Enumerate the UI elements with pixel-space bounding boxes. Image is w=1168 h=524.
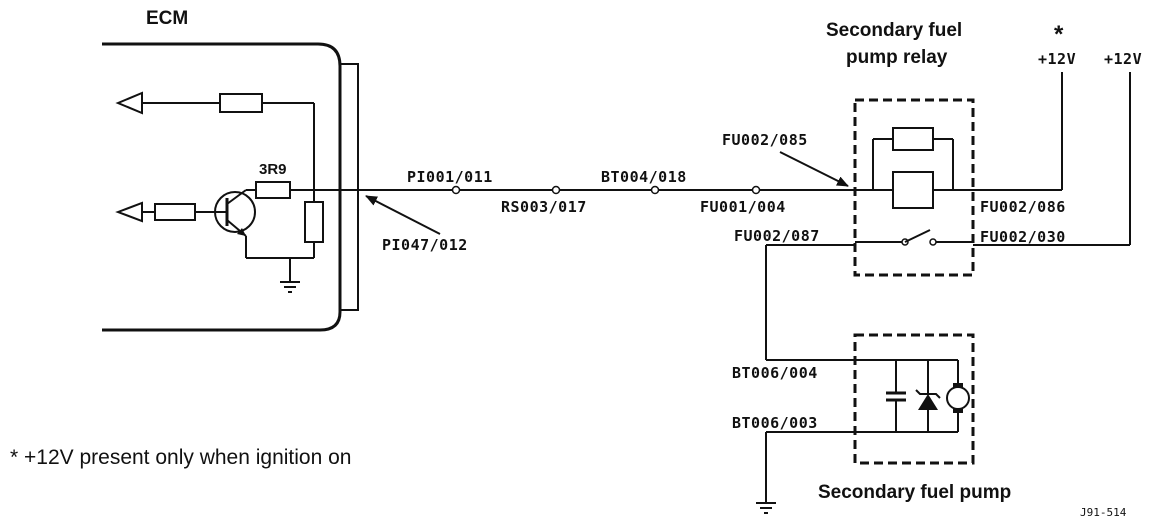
signal-wire [340,185,855,195]
supply-wires [973,72,1131,246]
connector-rs003: RS003/017 [501,198,587,216]
ecm-output-path [115,91,315,190]
connector-bt006-004: BT006/004 [732,364,818,382]
relay-title-line2: pump relay [846,47,948,68]
splice-pi001 [451,185,461,195]
connector-fu002-030: FU002/030 [980,228,1066,246]
supply-12v-ignition: +12V [1038,50,1076,68]
connector-fu001: FU001/004 [700,198,786,216]
footnote: * +12V present only when ignition on [10,446,352,469]
ecm-ground-icon [280,281,300,293]
relay-resistor [892,127,934,151]
figure-code: J91-514 [1080,506,1127,519]
ignition-asterisk: * [1054,21,1064,48]
connector-pi047: PI047/012 [382,236,468,254]
pump-ground-icon [756,502,776,514]
connector-fu002-087: FU002/087 [734,227,820,245]
relay-switch-contact [904,229,931,243]
pointer-arrow-pi047 [365,195,441,235]
transistor-symbol [214,191,256,233]
pump-motor-icon [946,386,970,410]
relay-coil [892,171,934,209]
secondary-fuel-pump: Secondary fuel pump [818,333,1011,503]
ecm-title: ECM [146,8,188,29]
splice-bt004 [650,185,660,195]
pump-ground-wire [756,431,855,514]
resistor-3r9 [255,181,291,199]
connector-fu002-086: FU002/086 [980,198,1066,216]
connector-fu002-085: FU002/085 [722,131,808,149]
connector-pi001: PI001/011 [407,168,493,186]
ecm-transistor-driver: 3R9 [115,161,362,293]
relay-title-line1: Secondary fuel [826,20,962,41]
pump-feed-wire [765,244,855,361]
pump-title: Secondary fuel pump [818,482,1011,503]
splice-rs003 [551,185,561,195]
splice-fu001 [751,185,761,195]
connector-bt004: BT004/018 [601,168,687,186]
resistor-label: 3R9 [259,161,287,178]
ecm-module: ECM 3R9 [102,8,362,332]
supply-12v-battery: +12V [1104,50,1142,68]
zener-diode-symbol [918,394,938,410]
secondary-fuel-pump-relay: Secondary fuel pump relay [826,20,975,277]
connector-bt006-003: BT006/003 [732,414,818,432]
pointer-arrow-fu002-085 [779,151,849,187]
